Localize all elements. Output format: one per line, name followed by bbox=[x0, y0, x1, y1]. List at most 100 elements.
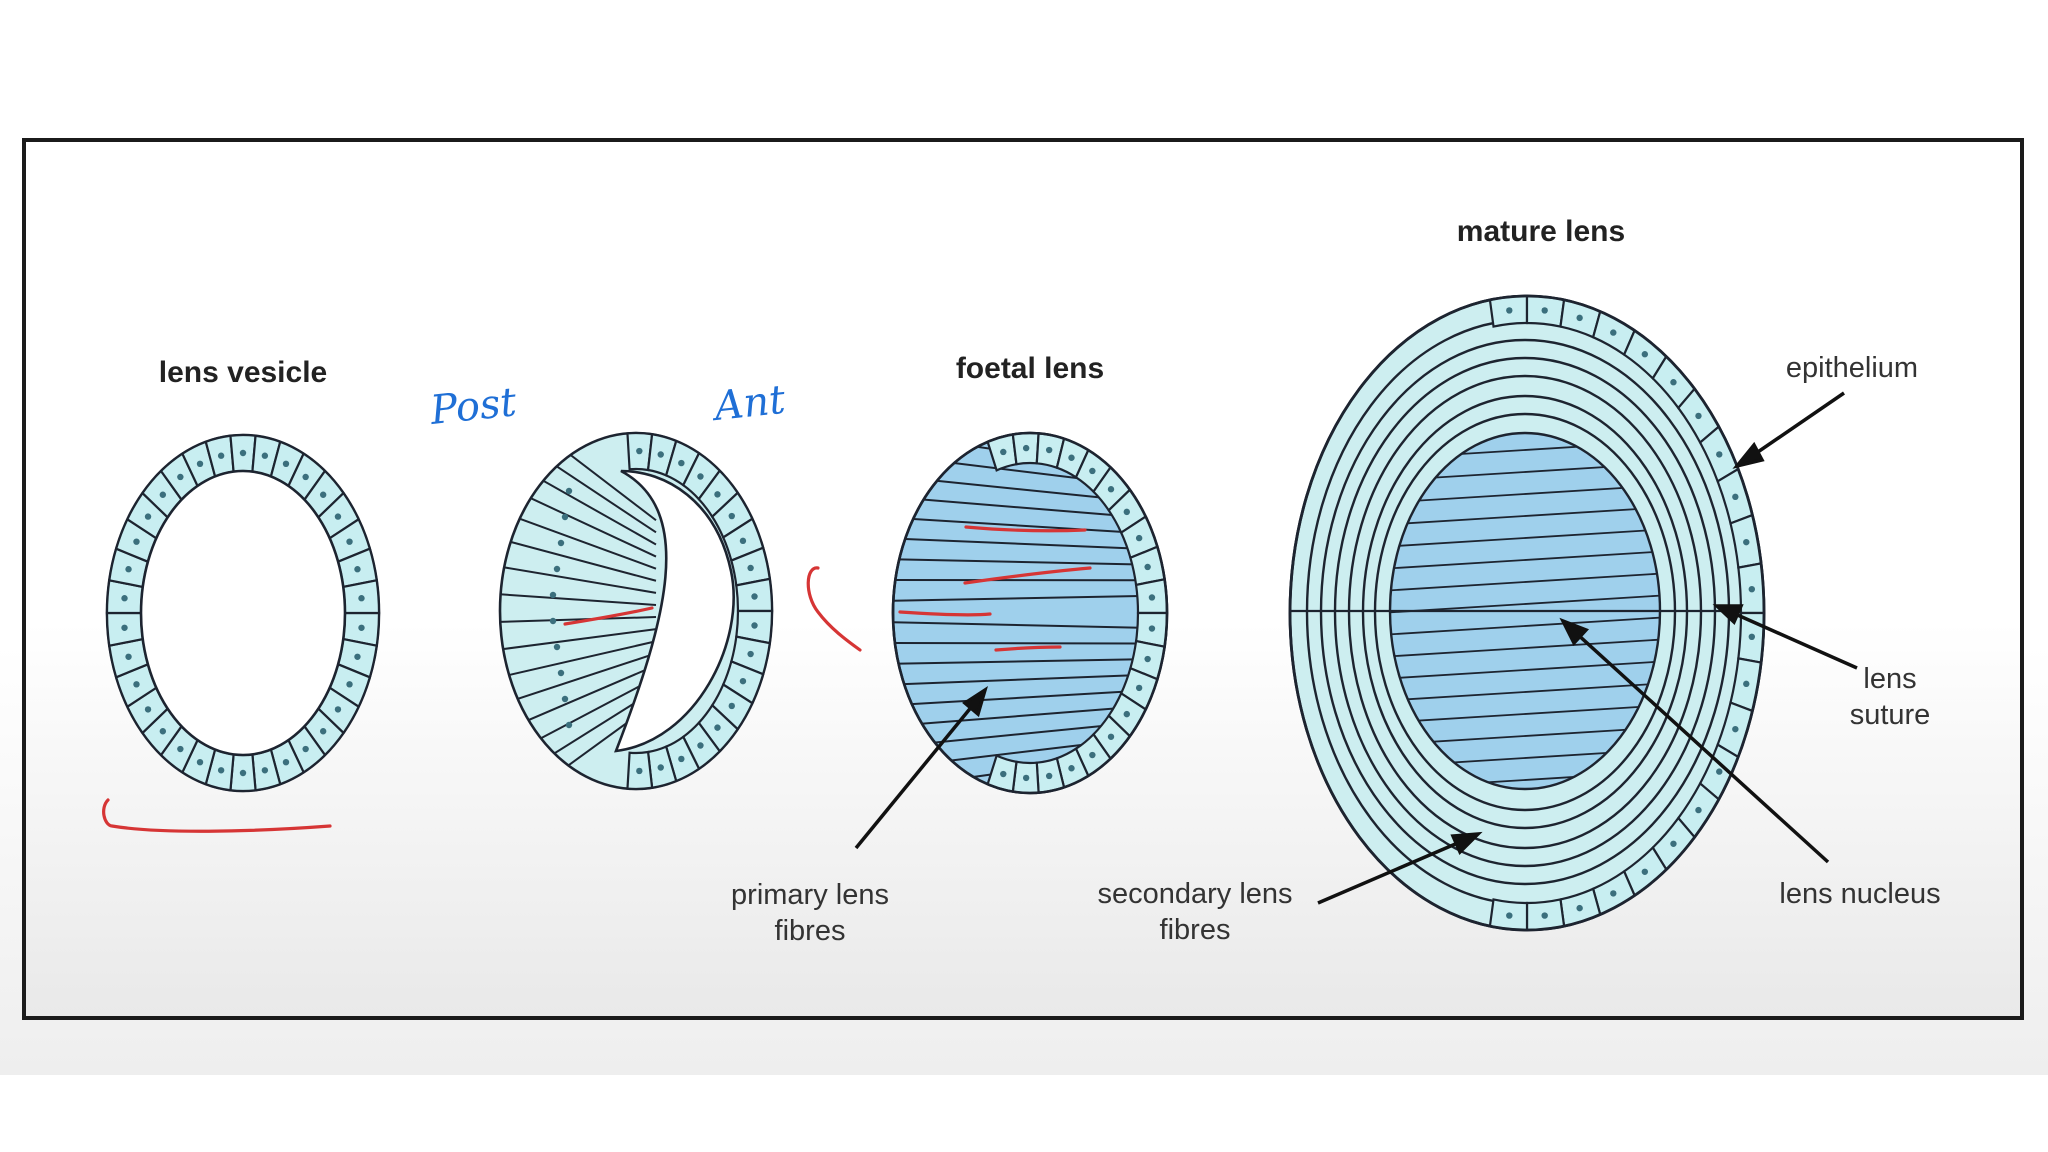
title-lens-vesicle: lens vesicle bbox=[159, 356, 327, 389]
vesicle-nucleus-dot bbox=[346, 538, 353, 545]
foetal-epithelium-nucleus-dot bbox=[1135, 534, 1143, 542]
foetal-fibres bbox=[893, 433, 1141, 791]
foetal-epithelium-nucleus-dot bbox=[1089, 751, 1096, 759]
stage2-nucleus-dot bbox=[561, 513, 569, 521]
stage2-anterior-nucleus-dot bbox=[636, 767, 643, 775]
label-primary-lens-fibres: primary lens bbox=[731, 879, 889, 911]
stage2-anterior-nucleus-dot bbox=[697, 473, 704, 480]
vesicle-nucleus-dot bbox=[302, 745, 309, 753]
label-lens-nucleus: lens nucleus bbox=[1779, 878, 1940, 910]
arrow-primary-lens-fibres bbox=[854, 703, 975, 850]
stage2-fibre-line bbox=[500, 565, 657, 594]
red-mark-foetal-4 bbox=[994, 645, 1062, 652]
stage2-anterior-nucleus-dot bbox=[657, 764, 664, 771]
handwritten-post: Post bbox=[427, 379, 519, 434]
foetal-epithelium-nucleus-dot bbox=[1144, 655, 1151, 663]
mature-epithelium-nucleus-dot bbox=[1506, 307, 1513, 314]
stage2-nucleus-dot bbox=[553, 565, 561, 573]
vesicle-nucleus-dot bbox=[133, 681, 140, 688]
stage2-nucleus-dot bbox=[565, 487, 573, 495]
vesicle-nucleus-dot bbox=[334, 513, 342, 520]
foetal-epithelium-nucleus-dot bbox=[1135, 684, 1143, 692]
vesicle-nucleus-dot bbox=[239, 769, 247, 777]
vesicle-nucleus-dot bbox=[358, 624, 365, 631]
foetal-fibre-line bbox=[893, 595, 1141, 602]
mature-epithelium-nucleus-dot bbox=[1732, 493, 1739, 501]
stage2-anterior-nucleus-dot bbox=[751, 622, 758, 629]
stage2-anterior-nucleus-dot bbox=[747, 564, 754, 572]
vesicle-nucleus-dot bbox=[121, 595, 128, 602]
stage2-nucleus-dot bbox=[557, 669, 565, 677]
mature-lens-drawing bbox=[1288, 294, 1766, 932]
vesicle-nucleus-dot bbox=[144, 706, 152, 713]
vesicle-nucleus-dot bbox=[302, 473, 309, 481]
vesicle-nucleus-dot bbox=[133, 538, 140, 545]
stage2-anterior-nucleus-dot bbox=[751, 593, 758, 600]
vesicle-nucleus-dot bbox=[334, 706, 342, 713]
vesicle-nucleus-dot bbox=[159, 728, 167, 735]
stage2-nucleus-dot bbox=[557, 539, 565, 547]
mature-epithelium-nucleus-dot bbox=[1610, 890, 1617, 897]
mature-epithelium-nucleus-dot bbox=[1541, 912, 1548, 919]
label-lens-suture: lens bbox=[1863, 663, 1916, 695]
mature-nucleus-fibre-line bbox=[1390, 528, 1660, 548]
mature-nucleus-fibre-line bbox=[1390, 506, 1660, 526]
stage2-anterior-nucleus-dot bbox=[728, 702, 735, 710]
mature-nucleus-fibre-line bbox=[1390, 616, 1660, 636]
vesicle-lumen bbox=[139, 469, 347, 757]
red-mark-foetal-1 bbox=[898, 610, 992, 617]
foetal-epithelium-nucleus-dot bbox=[1000, 448, 1007, 456]
mature-nucleus-fibre-line bbox=[1390, 704, 1660, 724]
foetal-epithelium-nucleus-dot bbox=[1107, 486, 1115, 493]
elongating-fibre-stage-drawing bbox=[498, 431, 774, 791]
foetal-epithelium-nucleus-dot bbox=[1123, 710, 1130, 718]
mature-epithelium-nucleus-dot bbox=[1695, 412, 1702, 420]
stage2-nucleus-dot bbox=[561, 695, 569, 703]
stage2-anterior-nucleus-dot bbox=[678, 459, 685, 467]
stage2-nucleus-dot bbox=[549, 617, 557, 625]
mature-outline bbox=[1288, 294, 1766, 932]
vesicle-nucleus-dot bbox=[121, 624, 128, 631]
mature-epithelium-nucleus-dot bbox=[1576, 314, 1583, 322]
foetal-fibre-line bbox=[893, 537, 1141, 550]
mature-nucleus-fibre-line bbox=[1390, 682, 1660, 702]
foetal-epithelium-nucleus-dot bbox=[1148, 625, 1156, 632]
foetal-outline bbox=[891, 431, 1169, 795]
stage2-fibre-line bbox=[500, 537, 657, 582]
stage2-anterior-nucleus-dot bbox=[714, 491, 721, 498]
mature-epithelium-nucleus-dot bbox=[1716, 451, 1723, 458]
red-underline-vesicle bbox=[102, 798, 332, 833]
foetal-epithelium-nucleus-dot bbox=[1068, 454, 1075, 461]
red-mark-stage2-fibre bbox=[563, 606, 654, 626]
mature-epithelium-nucleus-dot bbox=[1716, 768, 1723, 775]
mature-epithelium-nucleus-dot bbox=[1743, 680, 1750, 688]
stage2-fibre-line bbox=[500, 640, 657, 679]
foetal-epithelium-nucleus-dot bbox=[1022, 774, 1030, 782]
mature-epithelium-nucleus-dot bbox=[1748, 633, 1756, 641]
stage2-fibre-line bbox=[500, 628, 657, 651]
label-lens-suture-line2: suture bbox=[1850, 699, 1931, 731]
arrow-epithelium bbox=[1751, 391, 1845, 458]
label-epithelium: epithelium bbox=[1786, 352, 1918, 384]
mature-epithelium-nucleus-dot bbox=[1641, 351, 1649, 358]
mature-epithelium-nucleus-dot bbox=[1610, 329, 1617, 336]
vesicle-nucleus-dot bbox=[177, 473, 184, 481]
stage2-lumen bbox=[614, 469, 735, 753]
foetal-epithelium-nucleus-dot bbox=[1045, 772, 1053, 780]
red-mark-stage2-foetal bbox=[806, 566, 862, 652]
stage2-anterior-nucleus-dot bbox=[739, 537, 747, 545]
stage2-anterior-nucleus-dot bbox=[739, 677, 747, 685]
stage2-fibre-line bbox=[500, 652, 657, 707]
mature-epithelium-nucleus-dot bbox=[1506, 912, 1513, 919]
stage2-nucleus-dot bbox=[565, 721, 573, 729]
label-arrows bbox=[854, 391, 1858, 905]
foetal-fibre-line bbox=[893, 689, 1141, 707]
stage2-nucleus-dot bbox=[549, 591, 557, 599]
vesicle-nucleus-dot bbox=[346, 681, 353, 688]
vesicle-nucleus-dot bbox=[217, 452, 225, 459]
foetal-epithelium-nucleus-dot bbox=[1148, 594, 1156, 601]
foetal-lens-drawing bbox=[891, 431, 1169, 795]
foetal-epithelium-nucleus-dot bbox=[1022, 444, 1030, 452]
stage2-fibre-line bbox=[500, 616, 657, 623]
arrow-lens-nucleus bbox=[1574, 631, 1830, 864]
